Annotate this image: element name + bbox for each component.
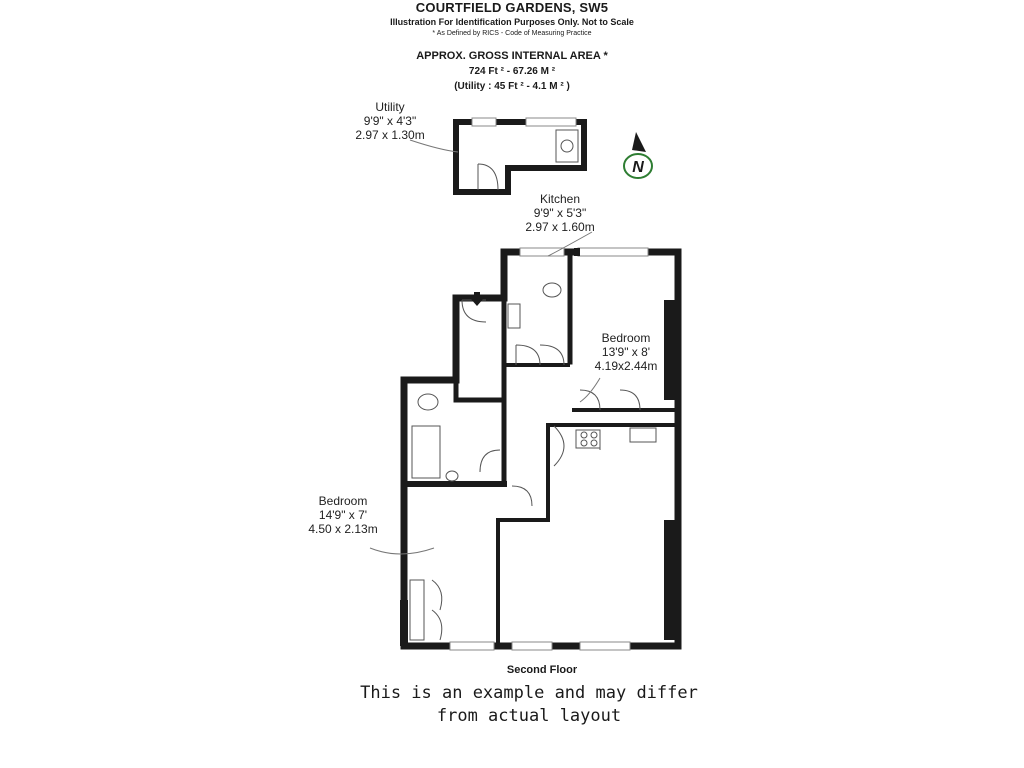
outer-wall	[400, 248, 682, 650]
area-title: APPROX. GROSS INTERNAL AREA *	[416, 50, 608, 62]
room-name: Bedroom	[601, 331, 651, 345]
room-label-utility: Utility 9'9" x 4'3" 2.97 x 1.30m	[330, 100, 450, 142]
compass: N	[623, 132, 653, 179]
walls	[400, 119, 682, 650]
room-size-metric: 2.97 x 1.30m	[355, 128, 425, 142]
room-size-metric: 4.19x2.44m	[594, 359, 658, 373]
leader-lines	[369, 139, 601, 555]
room-label-kitchen: Kitchen 9'9" x 5'3" 2.97 x 1.60m	[500, 192, 620, 234]
doors	[431, 163, 641, 641]
compass-letter: N	[632, 159, 644, 176]
room-label-bedroom-right: Bedroom 13'9" x 8' 4.19x2.44m	[566, 331, 686, 373]
floor-label: Second Floor	[506, 664, 578, 676]
disclaimer-line-2: from actual layout	[436, 706, 622, 726]
area-total: 724 Ft ² - 67.26 M ²	[468, 66, 556, 77]
room-size-metric: 4.50 x 2.13m	[308, 522, 378, 536]
stairs-arrow	[470, 292, 484, 306]
room-name: Bedroom	[318, 494, 368, 508]
room-size-imperial: 14'9" x 7'	[318, 508, 368, 522]
room-size-imperial: 9'9" x 5'3"	[533, 206, 587, 220]
room-size-metric: 2.97 x 1.60m	[525, 220, 595, 234]
area-utility: (Utility : 45 Ft ² - 4.1 M ² )	[454, 81, 570, 92]
disclaimer-line-1: This is an example and may differ	[360, 683, 698, 703]
windows	[449, 117, 649, 651]
utility-walls	[453, 119, 587, 195]
room-label-bedroom-left: Bedroom 14'9" x 7' 4.50 x 2.13m	[283, 494, 403, 536]
rics-note: * As Defined by RICS - Code of Measuring…	[432, 30, 592, 37]
plan-title: COURTFIELD GARDENS, SW5	[415, 0, 609, 15]
fixtures	[409, 129, 657, 641]
room-name: Utility	[375, 100, 405, 114]
room-size-imperial: 13'9" x 8'	[601, 345, 651, 359]
room-size-imperial: 9'9" x 4'3"	[363, 114, 417, 128]
illustration-note: Illustration For Identification Purposes…	[390, 17, 634, 27]
room-name: Kitchen	[539, 192, 581, 206]
